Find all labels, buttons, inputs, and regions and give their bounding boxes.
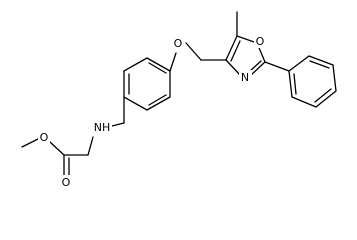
bond [49, 141, 65, 156]
bond [264, 61, 290, 72]
bond [293, 73, 297, 95]
bond [123, 96, 148, 111]
bonds [21, 11, 337, 177]
bond [146, 96, 171, 111]
bond [169, 52, 177, 72]
bond [225, 59, 241, 76]
bond [21, 137, 41, 148]
bond [87, 136, 94, 156]
bond [332, 64, 337, 92]
ether-oxygen-label: O [174, 37, 183, 50]
bond [308, 55, 334, 66]
carbonyl-oxygen-label: O [62, 176, 71, 189]
structure-diagram: O O N NH O O [21, 11, 337, 189]
oxazole-nitrogen-label: N [241, 71, 249, 84]
ester-oxygen-label: O [40, 131, 49, 144]
bond [314, 88, 332, 103]
amine-label: NH [94, 121, 111, 134]
oxazole-oxygen-label: O [256, 35, 265, 48]
bond [288, 70, 293, 98]
bond [185, 42, 202, 61]
bond [249, 60, 262, 72]
bond [315, 90, 337, 108]
bond [309, 60, 330, 69]
bond [148, 94, 167, 106]
bond [291, 96, 317, 108]
bond [148, 62, 167, 74]
bond [123, 57, 148, 72]
bond [225, 35, 238, 61]
atom-labels: O O N NH O O [38, 34, 266, 189]
bond [146, 57, 171, 72]
bond [288, 55, 310, 72]
bond [236, 35, 258, 44]
bond [230, 40, 241, 62]
bond [250, 61, 266, 76]
